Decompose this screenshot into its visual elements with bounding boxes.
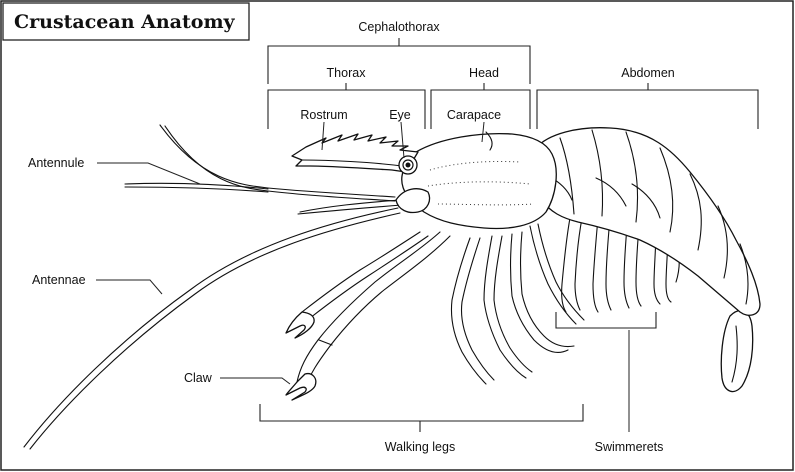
leader-antennule — [97, 163, 200, 184]
walking-leg-3 — [511, 234, 569, 352]
antenna-lower-edge — [30, 213, 400, 449]
label-abdomen: Abdomen — [621, 66, 675, 80]
second-leg-edge-a — [302, 232, 420, 312]
swimmeret-2 — [593, 218, 598, 312]
mouthparts — [396, 189, 430, 213]
labels: Cephalothorax Thorax Head Abdomen Rostru… — [28, 20, 675, 454]
swimmeret-1-edge — [575, 218, 582, 310]
label-carapace: Carapace — [447, 108, 501, 122]
walking-leg-2-edge — [494, 236, 532, 372]
label-swimmerets: Swimmerets — [595, 440, 664, 454]
label-claw: Claw — [184, 371, 213, 385]
leader-antennae — [96, 280, 162, 294]
swimmeret-2-edge — [606, 218, 611, 310]
label-rostrum: Rostrum — [300, 108, 347, 122]
claw-pincer — [286, 374, 316, 400]
antenna-upper-edge — [24, 208, 398, 447]
label-antennae: Antennae — [32, 273, 86, 287]
diagram-title: Crustacean Anatomy — [14, 11, 236, 33]
shrimp-illustration — [24, 125, 760, 449]
leader-claw — [220, 378, 290, 384]
label-head: Head — [469, 66, 499, 80]
bracket-swimmerets — [556, 312, 656, 328]
abdomen-outline — [533, 128, 760, 316]
claw-leg-front-edge — [297, 232, 440, 382]
label-thorax: Thorax — [327, 66, 367, 80]
carapace-outline — [402, 134, 557, 229]
second-leg-edge-b — [310, 236, 428, 318]
second-leg-pincer — [286, 312, 314, 338]
label-cephalothorax: Cephalothorax — [358, 20, 440, 34]
bracket-walking-legs — [260, 404, 583, 421]
label-antennule: Antennule — [28, 156, 84, 170]
walking-leg-2 — [484, 236, 526, 378]
bracket-abdomen — [537, 90, 758, 129]
walking-leg-1 — [451, 238, 486, 384]
label-walking-legs: Walking legs — [385, 440, 455, 454]
eye-pupil — [406, 163, 411, 168]
claw-leg-joint — [319, 340, 332, 345]
label-eye: Eye — [389, 108, 411, 122]
